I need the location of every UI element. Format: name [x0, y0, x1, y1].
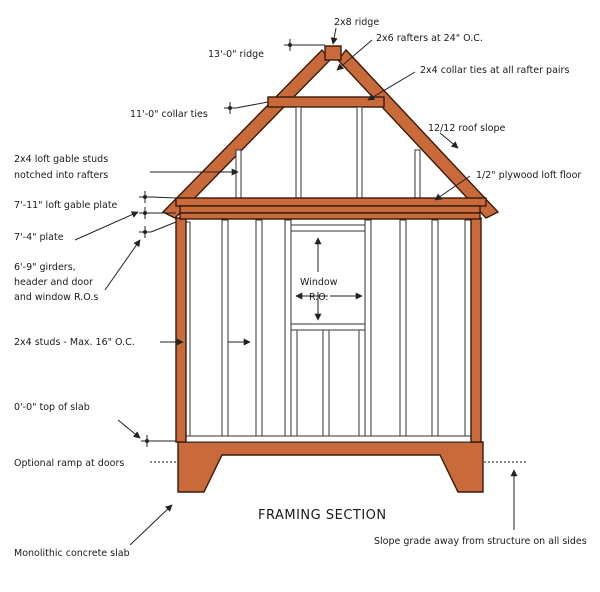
grade-label: Slope grade away from structure on all s… [374, 536, 587, 547]
collar-tie [267, 96, 385, 108]
slab-top-label: 0'-0" top of slab [14, 402, 90, 413]
elevation-markers [139, 39, 296, 447]
leader-arrows [74, 27, 518, 546]
collar-tie-height-label: 11'-0" collar ties [130, 109, 208, 120]
concrete-slab [177, 441, 484, 493]
bottom-plate [181, 435, 477, 443]
wall-studs [185, 219, 472, 439]
window-label-2: R.O. [309, 292, 328, 303]
gable-studs-label-1: 2x4 loft gable studs [14, 154, 108, 165]
girders-label-2: header and door [14, 277, 93, 288]
ramp-label: Optional ramp at doors [14, 458, 124, 469]
gable-studs-label-2: notched into rafters [14, 170, 108, 181]
loft-floor-label: 1/2" plywood loft floor [476, 170, 581, 181]
ridge-board [324, 45, 342, 61]
gable-plate-elev-line [150, 196, 177, 199]
ridge-board-label: 2x8 ridge [334, 17, 379, 28]
rafters-label: 2x6 rafters at 24" O.C. [376, 33, 483, 44]
window-rough-opening [290, 224, 366, 439]
diagram-title: FRAMING SECTION [258, 508, 387, 523]
roof-slope-label: 12/12 roof slope [428, 123, 506, 134]
girders-label-1: 6'-9" girders, [14, 262, 76, 273]
ridge-height-label: 13'-0" ridge [208, 49, 264, 60]
right-rafter [337, 48, 500, 219]
left-wall-post [175, 217, 187, 443]
collar-elev-line [235, 101, 269, 109]
gable-plate-label: 7'-11" loft gable plate [14, 200, 118, 211]
loft-floor [175, 197, 487, 207]
left-rafter [161, 48, 331, 219]
right-wall-post [470, 217, 482, 443]
slab-label: Monolithic concrete slab [14, 548, 130, 559]
collar-ties-note-label: 2x4 collar ties at all rafter pairs [420, 65, 569, 76]
top-plate [179, 212, 481, 220]
girders-label-3: and window R.O.s [14, 292, 98, 303]
plate-label: 7'-4" plate [14, 232, 64, 243]
gable-plate [179, 205, 481, 214]
studs-label: 2x4 studs - Max. 16" O.C. [14, 337, 135, 348]
girder-elev-line [150, 221, 177, 233]
window-label-1: Window [300, 277, 338, 288]
